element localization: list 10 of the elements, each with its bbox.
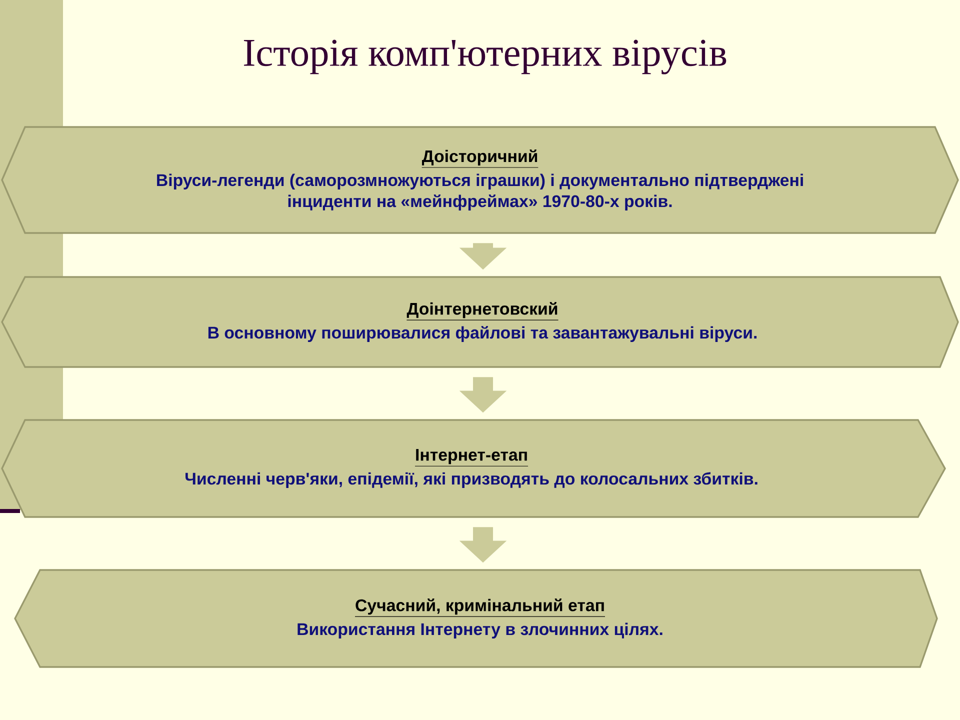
stage-heading: Доінтернетовский <box>406 302 559 320</box>
stage-heading: Інтернет-етап <box>414 449 528 466</box>
stage-description: Численні черв'яки, епідемії, які призводять до колосальних збитків. <box>186 472 758 488</box>
stage-heading: Сучасний, кримінальний етап <box>354 598 606 617</box>
stage-description: В основному поширювалися файлові та завантажувальні віруси. <box>208 326 757 342</box>
stage-chevron <box>14 569 938 668</box>
stage-description: Віруси-легенди (саморозмножуються іграшки) і документально підтверджені інциденти на «мейнфреймах» 1970-80-х років. <box>157 174 803 211</box>
stage-description: Використання Інтернету в злочинних цілях. <box>298 622 662 638</box>
stage-heading: Доісторичний <box>422 150 538 168</box>
title: Історія комп'ютерних вірусів <box>244 40 726 74</box>
